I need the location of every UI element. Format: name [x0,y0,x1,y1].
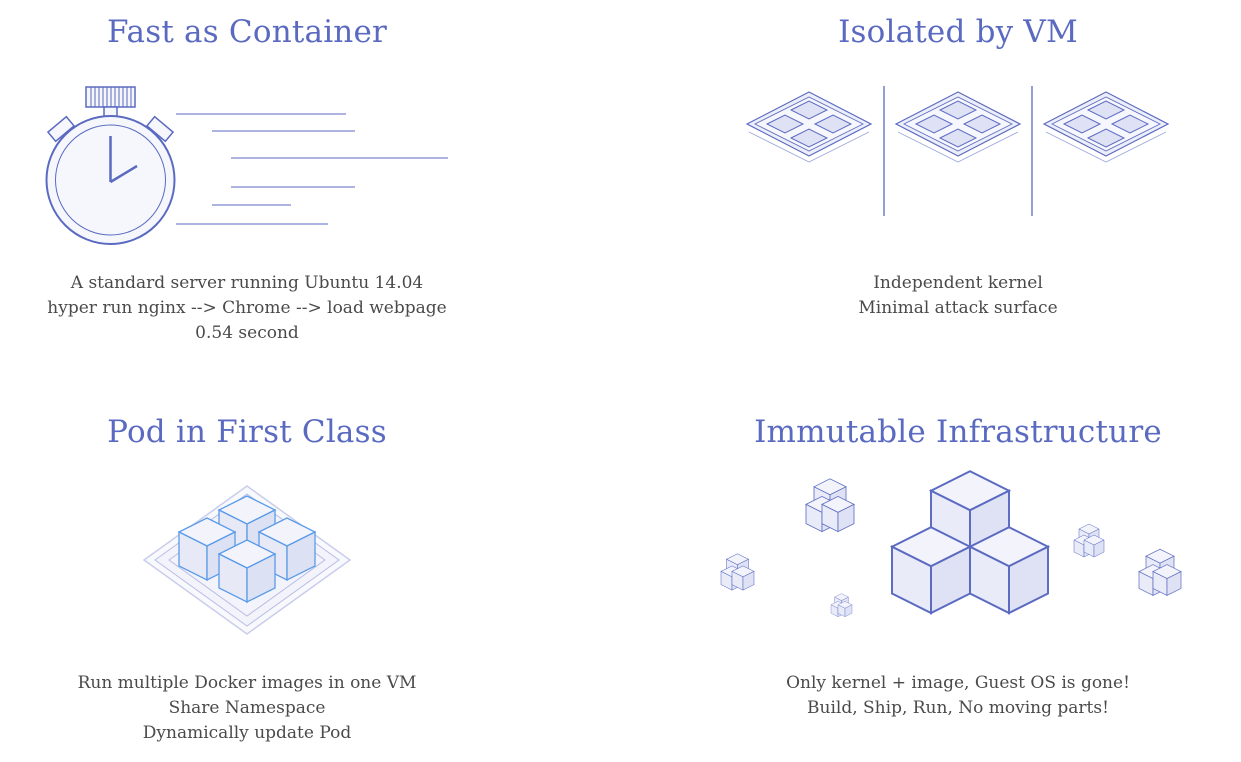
description-line: Dynamically update Pod [142,723,352,743]
description-line: Only kernel + image, Guest OS is gone! [786,673,1130,693]
description-line: Independent kernel [873,273,1043,293]
feature-description: Only kernel + image, Guest OS is gone! B… [698,671,1218,721]
description-line: A standard server running Ubuntu 14.04 [70,273,424,293]
feature-description: Run multiple Docker images in one VM Sha… [0,671,507,746]
description-line: Minimal attack surface [858,298,1058,318]
feature-title: Immutable Infrastructure [754,414,1162,450]
description-line: 0.54 second [195,323,299,343]
feature-description: Independent kernel Minimal attack surfac… [698,271,1218,321]
feature-description: A standard server running Ubuntu 14.04 h… [0,271,507,346]
description-line: Share Namespace [168,698,326,718]
description-line: Run multiple Docker images in one VM [77,673,417,693]
isolated-vm-icon [746,86,1169,218]
stopwatch-icon [45,86,448,245]
feature-title: Isolated by VM [838,14,1078,50]
description-line: hyper run nginx --> Chrome --> load webp… [47,298,447,318]
feature-title: Pod in First Class [107,414,387,450]
description-line: Build, Ship, Run, No moving parts! [807,698,1109,718]
feature-title: Fast as Container [106,14,388,50]
immutable-cubes-icon [698,470,1218,650]
pod-cubes-icon [142,485,352,635]
